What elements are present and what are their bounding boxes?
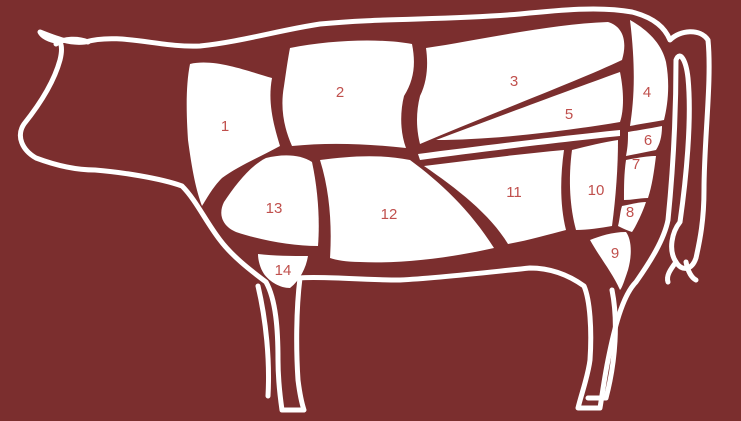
cut-2-shape[interactable] xyxy=(282,41,414,148)
cut-9-label: 9 xyxy=(611,245,619,262)
cut-8-label: 8 xyxy=(626,204,634,221)
cut-6-label: 6 xyxy=(644,132,652,149)
cut-5-label: 5 xyxy=(565,106,573,123)
cut-2-label: 2 xyxy=(336,84,344,101)
cut-13-label: 13 xyxy=(266,200,283,217)
cut-7-label: 7 xyxy=(632,156,640,173)
cow-front-leg-outline xyxy=(258,286,269,396)
cut-3-label: 3 xyxy=(510,73,518,90)
cut-12-label: 12 xyxy=(381,206,398,223)
cut-1-label: 1 xyxy=(221,118,229,135)
cut-14-label: 14 xyxy=(275,262,292,279)
cut-4-label: 4 xyxy=(643,84,651,101)
cut-4-shape[interactable] xyxy=(630,20,668,126)
cut-10-label: 10 xyxy=(588,182,605,199)
cut-11-label: 11 xyxy=(506,184,522,201)
